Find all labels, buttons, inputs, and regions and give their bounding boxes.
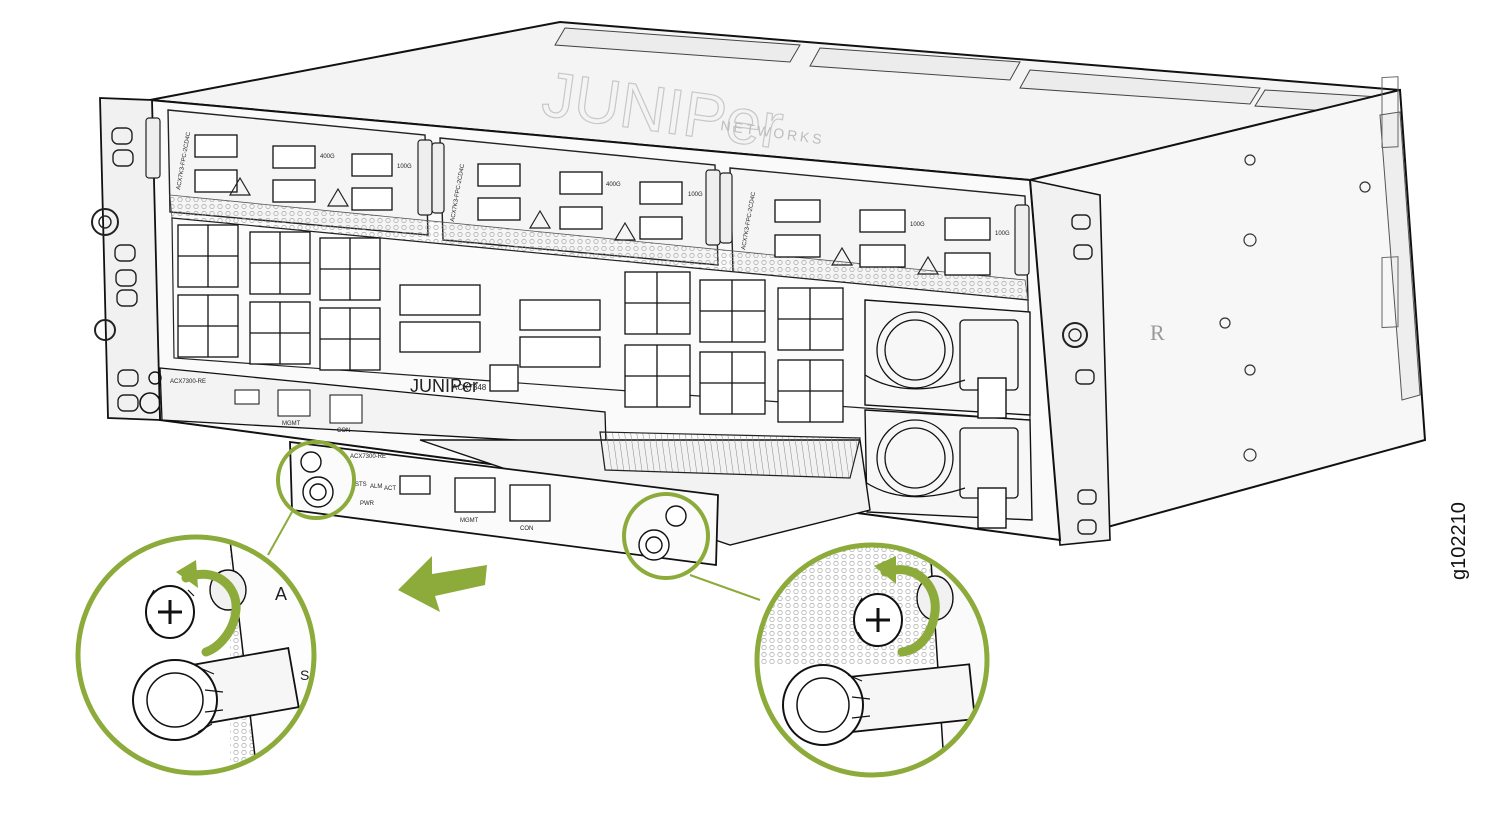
module-led-pwr: PWR: [360, 501, 375, 507]
speed-label-2: 100G: [397, 164, 412, 170]
right-thumbscrew-callout: [622, 492, 710, 580]
left-zoom-text-s: S: [300, 667, 309, 683]
rotate-counterclockwise-icon-right: [880, 565, 940, 657]
front-logo: JUNIPer: [410, 376, 478, 396]
right-zoom-detail: [754, 542, 990, 778]
arrow-left-icon: [398, 556, 487, 612]
speed-label-3: 100G: [688, 192, 703, 198]
module-led-act: ACT: [384, 486, 396, 492]
model-label: ACX7348: [452, 383, 487, 392]
left-zoom-ring: [75, 534, 317, 776]
re-mgmt-label-installed: MGMT: [282, 421, 301, 427]
right-zoom-ring: [754, 542, 990, 778]
re-con-label-installed: CON: [337, 428, 350, 434]
rotate-counterclockwise-icon-left: [181, 569, 241, 657]
speed-label-4: 400G: [606, 182, 621, 188]
re-label-installed: ACX7300-RE: [170, 379, 206, 385]
speed-label-6: 100G: [995, 231, 1010, 237]
side-mark: R: [1150, 320, 1165, 345]
module-led-alm: ALM: [370, 484, 382, 490]
thumbscrew-callouts: [276, 440, 710, 580]
module-led-sts: STS: [355, 482, 367, 488]
speed-label-5: 100G: [910, 222, 925, 228]
power-supplies: [864, 299, 1033, 529]
speed-label-1: 400G: [320, 154, 335, 160]
left-zoom-detail: A S: [75, 534, 317, 776]
routing-engine-module: ACX7300-RE MGMT CON STS ALM ACT PWR: [289, 431, 871, 567]
module-con-label: CON: [520, 526, 533, 532]
figure-id-label: g102210: [1448, 502, 1470, 580]
left-thumbscrew-callout: [276, 440, 356, 520]
module-label: ACX7300-RE: [350, 454, 386, 460]
port-bank: JUNIPer ACX7348: [171, 217, 1031, 423]
left-zoom-text-a: A: [275, 584, 287, 604]
module-mgmt-label: MGMT: [460, 518, 479, 524]
